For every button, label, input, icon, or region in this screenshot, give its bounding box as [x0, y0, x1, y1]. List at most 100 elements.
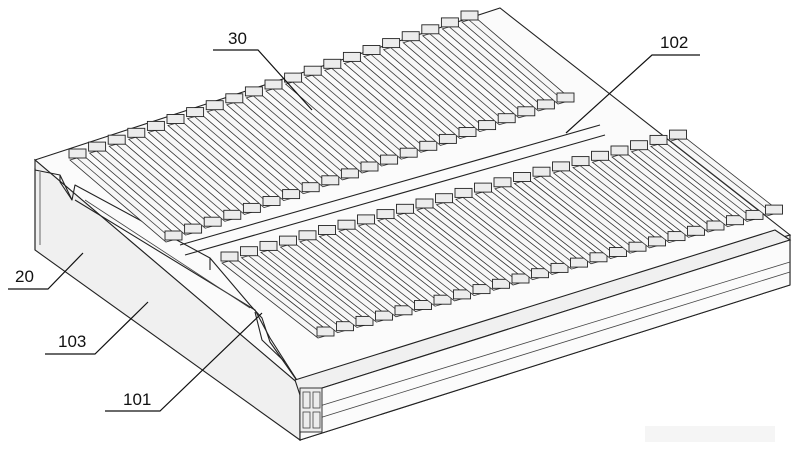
label-20: 20	[15, 267, 34, 286]
upper-slat-top-cap	[401, 31, 420, 42]
lower-slat-top-cap	[279, 235, 297, 246]
lower-slat	[571, 156, 686, 244]
lower-slat-bottom-cap	[745, 209, 764, 220]
lower-slat	[669, 129, 783, 217]
divider-102	[179, 124, 606, 256]
upper-slat	[186, 107, 301, 202]
upper-slat-bottom-cap	[438, 133, 457, 144]
upper-slat-bottom-cap	[556, 92, 575, 103]
lower-slat-top-cap	[357, 214, 375, 225]
upper-slat	[401, 31, 516, 126]
upper-slat-bottom-cap	[340, 168, 359, 179]
label-101: 101	[123, 390, 151, 409]
lower-slat-top-cap	[337, 219, 356, 230]
lower-slat-top-cap	[669, 129, 687, 140]
lower-slat-bottom-cap	[726, 215, 744, 226]
lower-slat	[513, 172, 627, 259]
upper-slat-top-cap	[303, 65, 322, 76]
lower-slat-top-cap	[493, 177, 512, 188]
lower-slat-bottom-cap	[648, 236, 666, 247]
lower-slat-top-cap	[571, 156, 590, 167]
upper-slat-bottom-cap	[380, 154, 399, 165]
leader-102	[565, 54, 700, 134]
leader-20	[8, 252, 84, 290]
lower-slat	[220, 251, 335, 339]
upper-slat-bottom-cap	[223, 209, 242, 220]
upper-slat-bottom-cap	[164, 230, 183, 241]
lower-slat-top-cap	[376, 209, 395, 220]
leader-101	[105, 312, 263, 412]
upper-slat-bottom-cap	[360, 161, 379, 172]
upper-slat-top-cap	[205, 100, 224, 111]
lower-slat	[357, 214, 471, 302]
lower-slat-bottom-cap	[394, 305, 413, 316]
lower-slat-top-cap	[649, 134, 668, 145]
upper-slat	[127, 127, 242, 222]
lower-slat	[591, 150, 705, 238]
lower-slat-bottom-cap	[453, 289, 471, 300]
lower-slat-bottom-cap	[336, 321, 354, 332]
lower-slat-top-cap	[259, 240, 278, 251]
upper-slat-bottom-cap	[203, 216, 222, 227]
upper-slat	[382, 38, 497, 133]
label-103: 103	[58, 332, 86, 351]
lower-slat	[240, 246, 354, 334]
callout-30: 30	[213, 29, 313, 111]
upper-slat-top-cap	[107, 134, 126, 145]
lower-slat-top-cap	[610, 145, 629, 156]
lower-slat-bottom-cap	[511, 273, 530, 284]
lower-slat-top-cap	[454, 187, 473, 198]
lower-slat	[337, 219, 452, 307]
lower-slat	[454, 187, 569, 275]
upper-slat	[68, 148, 183, 243]
lower-slat	[493, 177, 608, 265]
upper-slat-top-cap	[460, 10, 479, 21]
upper-slat	[205, 100, 320, 195]
upper-slat-bottom-cap	[478, 120, 497, 131]
label-30: 30	[228, 29, 247, 48]
lower-slat-top-cap	[630, 140, 648, 151]
upper-slat	[323, 58, 438, 153]
upper-slat-top-cap	[225, 93, 244, 104]
lower-slat	[415, 198, 530, 286]
lower-slat-bottom-cap	[765, 204, 783, 215]
lower-slat	[474, 182, 588, 270]
upper-slat-top-cap	[323, 58, 342, 69]
lower-slat	[279, 235, 393, 323]
upper-slat	[342, 51, 457, 146]
lower-slat-top-cap	[220, 251, 239, 262]
upper-slat-top-cap	[186, 107, 205, 118]
upper-slat-top-cap	[342, 51, 361, 62]
upper-slat-bottom-cap	[262, 196, 281, 206]
lower-slat	[435, 193, 549, 281]
upper-slat	[146, 120, 261, 215]
upper-slat-top-cap	[127, 127, 146, 138]
lower-slat-bottom-cap	[433, 294, 452, 305]
lower-slat	[318, 225, 432, 312]
lower-slat-top-cap	[474, 182, 492, 193]
upper-slat-top-cap	[440, 17, 459, 28]
lower-slat-bottom-cap	[492, 278, 510, 289]
lower-slat	[396, 203, 510, 291]
watermark-mark	[645, 426, 775, 442]
lower-slat-top-cap	[318, 225, 336, 235]
lower-slat-bottom-cap	[667, 231, 686, 242]
lower-slat-bottom-cap	[414, 300, 432, 310]
lower-slat-top-cap	[532, 166, 551, 177]
lower-slat-bottom-cap	[472, 284, 491, 295]
upper-slat	[440, 17, 555, 112]
lower-slat	[298, 230, 413, 318]
upper-slat-bottom-cap	[282, 189, 301, 200]
leader-103	[45, 301, 149, 355]
front-rail	[294, 229, 792, 441]
upper-slat-bottom-cap	[184, 223, 203, 234]
lower-slat-top-cap	[240, 246, 258, 257]
upper-slat-top-cap	[264, 79, 283, 90]
lower-slat	[376, 209, 491, 297]
upper-slat	[244, 86, 359, 181]
upper-slat-top-cap	[284, 72, 303, 83]
upper-slat-row	[68, 10, 575, 243]
lower-slat-top-cap	[396, 203, 414, 214]
callout-102: 102	[565, 33, 700, 134]
